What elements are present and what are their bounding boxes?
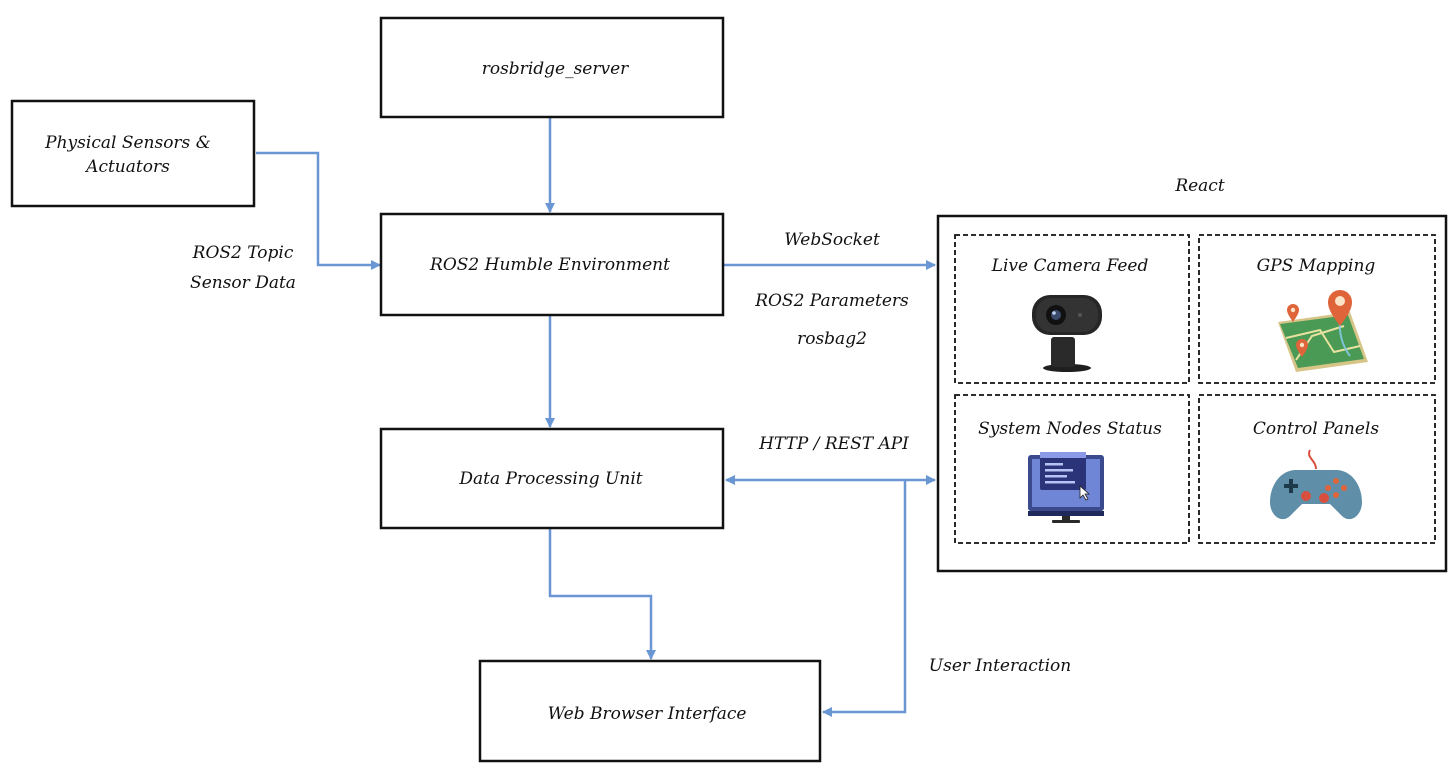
data-processing-label: Data Processing Unit [458,469,642,489]
sensors-label-line2: Actuators [84,157,170,177]
sensor-data-label: Sensor Data [190,273,296,293]
ros2-environment-box: ROS2 Humble Environment [379,212,725,317]
react-title: React [1174,176,1225,196]
panel-camera-label: Live Camera Feed [991,256,1149,276]
panel-gps-mapping: GPS Mapping [1198,234,1436,384]
panel-control-label: Control Panels [1253,419,1379,439]
connectors [256,118,936,717]
map-pin-icon [1278,290,1368,372]
monitor-code-icon [1028,452,1104,523]
web-browser-label: Web Browser Interface [548,704,747,724]
ros2-parameters-label: ROS2 Parameters [754,291,909,311]
arrow-dataproc-to-webui [548,529,656,660]
http-rest-api-label: HTTP / REST API [758,434,909,454]
panel-system-nodes-status: System Nodes Status [954,394,1190,544]
data-processing-box: Data Processing Unit [379,427,725,530]
rosbridge-box: rosbridge_server [379,16,725,119]
panel-gps-label: GPS Mapping [1257,256,1376,276]
panel-nodes-label: System Nodes Status [978,419,1162,439]
webcam-icon [1032,295,1102,372]
web-browser-box: Web Browser Interface [478,659,822,763]
ros2-environment-label: ROS2 Humble Environment [429,255,670,275]
rosbridge-label: rosbridge_server [482,59,629,79]
ros2-topic-label: ROS2 Topic [192,243,294,263]
arrow-sensors-to-ros2 [256,151,381,270]
websocket-label: WebSocket [784,230,880,250]
arrow-user-interaction [822,480,907,717]
user-interaction-label: User Interaction [929,656,1071,676]
panel-control-panels: Control Panels [1198,394,1436,544]
react-container [936,214,1448,573]
sensors-box: Physical Sensors & Actuators [10,99,256,208]
panel-live-camera-feed: Live Camera Feed [954,234,1190,384]
rosbag2-label: rosbag2 [797,329,867,349]
sensors-label-line1: Physical Sensors & [44,133,211,153]
gamepad-icon [1270,449,1362,520]
